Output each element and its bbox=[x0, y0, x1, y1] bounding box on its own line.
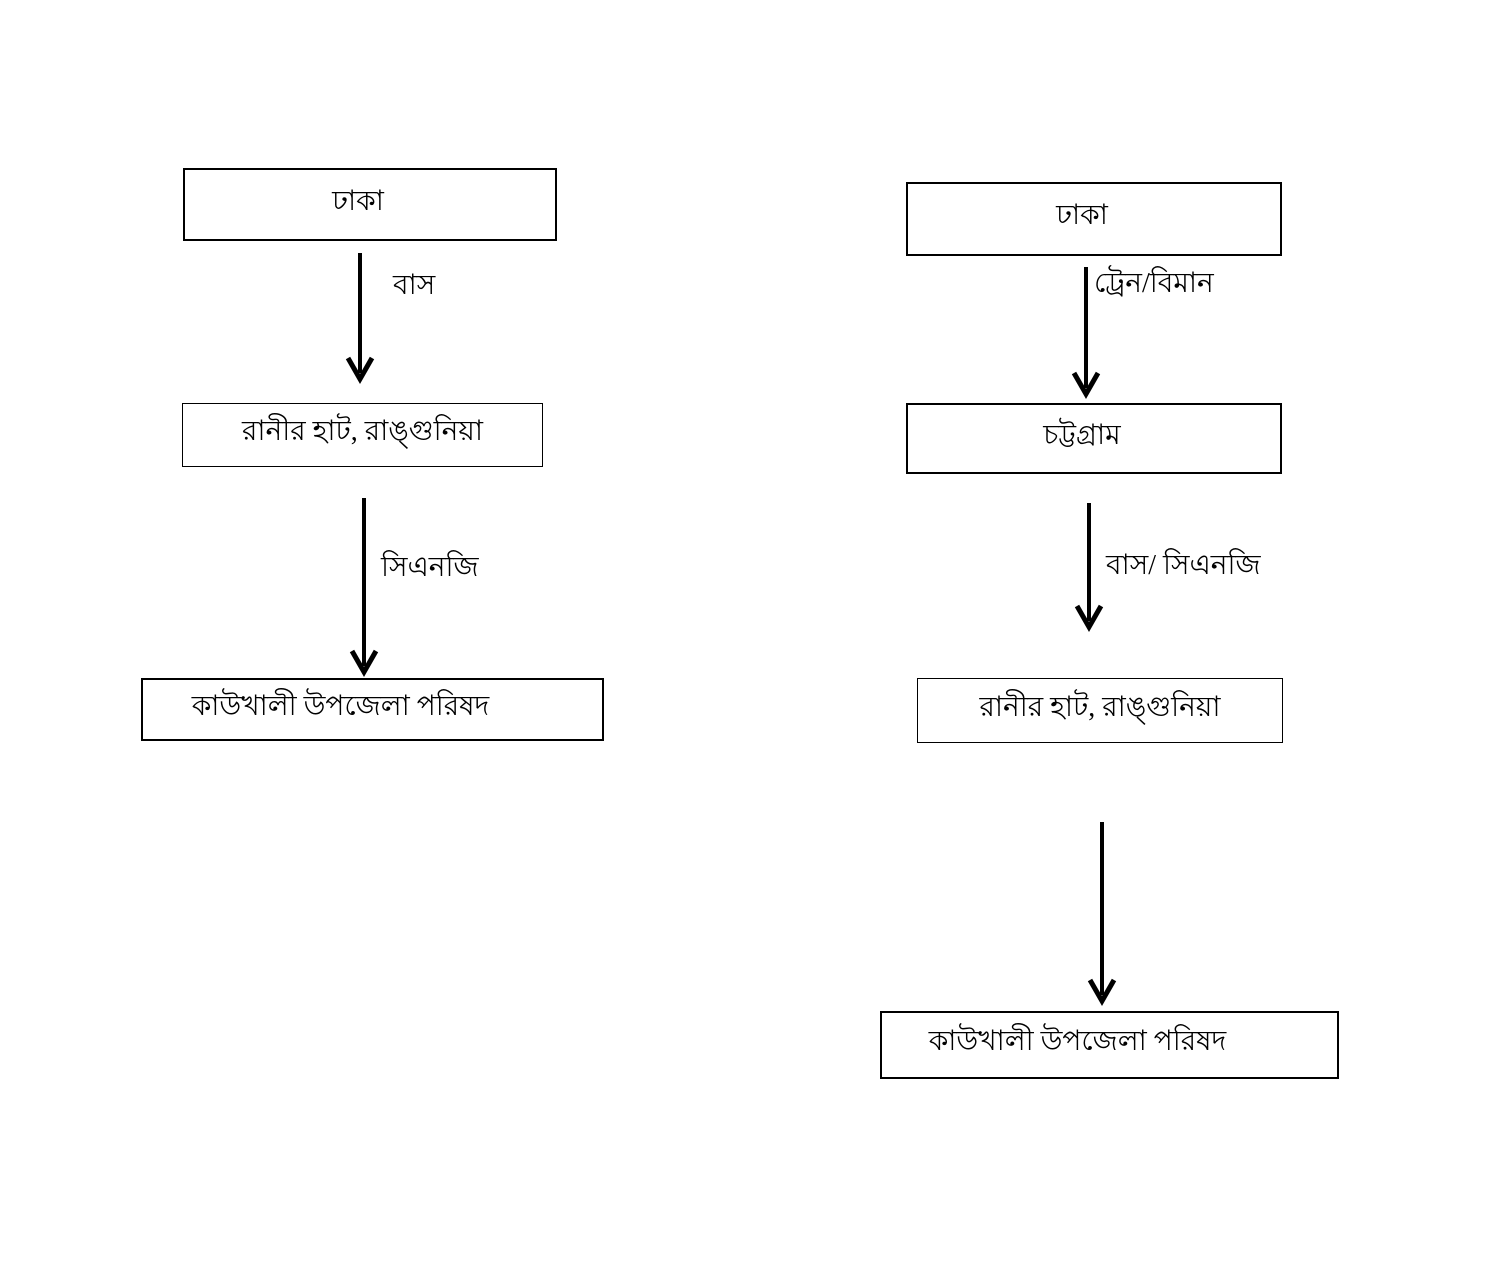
left-node-ranir-hat-label: রানীর হাট, রাঙ্গুনিয়া bbox=[242, 416, 483, 447]
right-node-ranir-hat-label: রানীর হাট, রাঙ্গুনিয়া bbox=[979, 691, 1221, 723]
left-node-kaukhali-parishad: কাউখালী উপজেলা পরিষদ bbox=[141, 678, 604, 741]
down-arrow-icon bbox=[1087, 822, 1117, 1007]
right-node-chattogram: চট্টগ্রাম bbox=[906, 403, 1282, 474]
down-arrow-icon bbox=[1071, 267, 1101, 400]
left-node-ranir-hat: রানীর হাট, রাঙ্গুনিয়া bbox=[182, 403, 543, 467]
down-arrow-icon bbox=[1074, 503, 1104, 633]
left-edge-cng-label: সিএনজি bbox=[381, 552, 479, 583]
right-node-ranir-hat: রানীর হাট, রাঙ্গুনিয়া bbox=[917, 678, 1283, 743]
left-node-dhaka-label: ঢাকা bbox=[332, 185, 384, 217]
right-node-chattogram-label: চট্টগ্রাম bbox=[1043, 419, 1121, 451]
down-arrow-icon bbox=[349, 498, 379, 678]
left-node-dhaka: ঢাকা bbox=[183, 168, 557, 241]
down-arrow-icon bbox=[345, 253, 375, 385]
right-node-dhaka-label: ঢাকা bbox=[1056, 200, 1108, 231]
right-node-dhaka: ঢাকা bbox=[906, 182, 1282, 256]
right-edge-bus-cng-label: বাস/ সিএনজি bbox=[1106, 550, 1261, 581]
left-node-kaukhali-parishad-label: কাউখালী উপজেলা পরিষদ bbox=[191, 690, 490, 722]
left-edge-bus-label: বাস bbox=[393, 270, 436, 301]
right-node-kaukhali-parishad: কাউখালী উপজেলা পরিষদ bbox=[880, 1011, 1339, 1079]
right-node-kaukhali-parishad-label: কাউখালী উপজেলা পরিষদ bbox=[928, 1026, 1227, 1057]
right-edge-train-plane-label: ট্রেন/বিমান bbox=[1094, 268, 1214, 299]
